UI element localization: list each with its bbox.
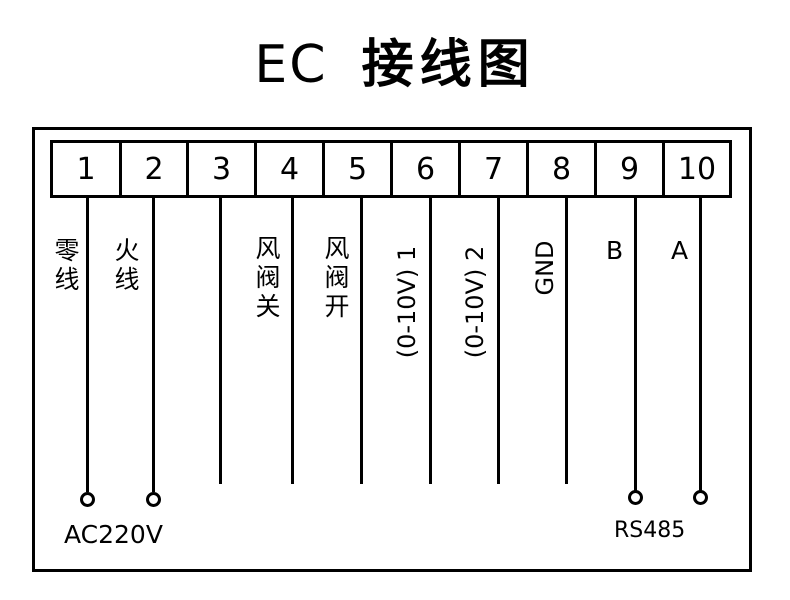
rs485-label: RS485 bbox=[614, 518, 686, 543]
wire-6 bbox=[429, 198, 432, 484]
wire-8 bbox=[565, 198, 568, 484]
wire-7 bbox=[497, 198, 500, 484]
wire-9 bbox=[634, 198, 637, 492]
terminal-6: 6 bbox=[390, 140, 461, 198]
terminal-circle-icon bbox=[628, 490, 643, 505]
wire-3 bbox=[219, 198, 222, 484]
title-prefix: EC bbox=[254, 35, 328, 95]
terminal-2: 2 bbox=[119, 140, 189, 198]
wire-1 bbox=[86, 198, 89, 492]
label-damper-open: 风阀开 bbox=[324, 234, 350, 321]
label-live: 火线 bbox=[114, 236, 140, 294]
wire-2 bbox=[152, 198, 155, 492]
terminal-circle-icon bbox=[693, 490, 708, 505]
terminal-4: 4 bbox=[254, 140, 325, 198]
wire-10 bbox=[699, 198, 702, 492]
wire-5 bbox=[360, 198, 363, 484]
terminal-circle-icon bbox=[80, 492, 95, 507]
terminal-8: 8 bbox=[526, 140, 597, 198]
label-neutral: 零线 bbox=[54, 236, 80, 294]
terminal-5: 5 bbox=[322, 140, 393, 198]
title-main: 接线图 bbox=[361, 35, 536, 95]
terminal-circle-icon bbox=[146, 492, 161, 507]
diagram-frame bbox=[32, 127, 752, 572]
diagram-title: EC 接线图 bbox=[0, 30, 790, 100]
power-label: AC220V bbox=[64, 520, 163, 549]
label-analog-2: (0-10V) 2 bbox=[461, 245, 489, 359]
label-gnd: GND bbox=[531, 240, 559, 296]
terminal-1: 1 bbox=[50, 140, 122, 198]
terminal-9: 9 bbox=[594, 140, 665, 198]
terminal-10: 10 bbox=[662, 140, 732, 198]
label-rs485-a: A bbox=[671, 236, 689, 265]
wire-4 bbox=[291, 198, 294, 484]
label-rs485-b: B bbox=[606, 236, 624, 265]
terminal-3: 3 bbox=[186, 140, 257, 198]
label-analog-1: (0-10V) 1 bbox=[393, 245, 421, 359]
terminal-7: 7 bbox=[458, 140, 529, 198]
label-damper-close: 风阀关 bbox=[255, 234, 281, 321]
